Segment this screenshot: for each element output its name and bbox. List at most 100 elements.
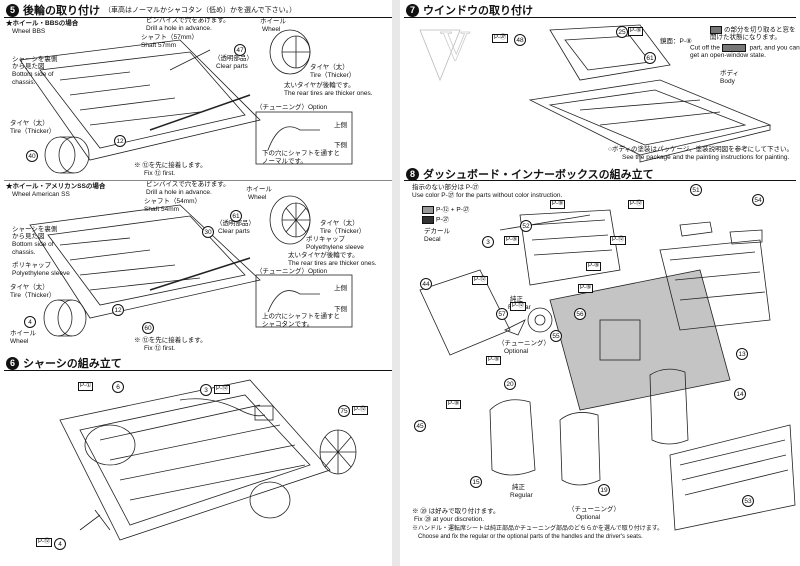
bbs-chassis-en1: Bottom side of (12, 71, 54, 78)
step8-callout-53: 53 (742, 495, 754, 507)
step8-color-jp: 指示のない部分は P-㉗ (412, 184, 479, 191)
step8-color-en: Use color P-㉗ for the parts without colo… (412, 192, 563, 199)
ss-callout-61: 61 (230, 210, 242, 222)
step8-title: ダッシュボード・インナーボックスの組み立て (423, 169, 654, 181)
bbs-lower-hole-2: ノーマルです。 (262, 158, 307, 165)
ss-wheel-en: Wheel (248, 194, 267, 201)
step8-decal-en: Decal (424, 236, 441, 243)
step8-callout-51: 51 (690, 184, 702, 196)
step8-callout-15: 15 (470, 476, 482, 488)
ss-fix-jp: ※ ⑫を先に接着します。 (134, 337, 207, 344)
step8-legend-1-text: P-⑫ + P-㉗ (436, 206, 470, 214)
bbs-rear-jp: 太いタイヤが後輪です。 (284, 82, 355, 89)
step7-paint-jp: ○ボディの塗装はパッケージ、塗装説明図を参考にして下さい。 (608, 146, 793, 153)
bbs-drill-en: Drill a hole in advance. (146, 25, 212, 32)
left-page: 5 後輪の取り付け （車高はノーマルかシャコタン（低め）かを選んで下さい。） (0, 0, 392, 566)
bbs-heading-en: Wheel BBS (12, 28, 46, 35)
step8-tag-5: P-⑫ (510, 302, 527, 311)
bbs-rear-en: The rear tires are thicker ones. (284, 90, 373, 97)
ss-wheel-left-en: Wheel (10, 338, 29, 345)
ss-tuning: （チューニング）Option (256, 268, 328, 275)
step8-callout-3: 3 (482, 236, 494, 248)
step5-number: 5 (6, 3, 19, 17)
step8-decal-jp: デカール (424, 228, 450, 235)
step7-cut-en: Cut off the part, and you can (690, 44, 800, 52)
bbs-callout-40: 40 (26, 150, 38, 162)
ss-tire-thick-en: Tire（Thicker） (320, 228, 366, 235)
bbs-chassis-en2: chassis. (12, 79, 36, 86)
step6-callout-6: 6 (112, 381, 124, 393)
step8-callout-52: 52 (520, 220, 532, 232)
ss-shaft-en: Shaft 54mm (144, 206, 180, 213)
ss-wheel-jp: ホイール (246, 186, 272, 193)
step8-callout-13: 13 (736, 348, 748, 360)
step5-header: 5 後輪の取り付け （車高はノーマルかシャコタン（低め）かを選んで下さい。） (6, 2, 296, 18)
step8-legend-2: P-㉗ (422, 216, 449, 224)
step7-body-jp: ボディ (720, 70, 740, 77)
ss-poly-jp: ポリキャップ (306, 236, 345, 243)
ss-rear-en: The rear tires are thicker ones. (288, 260, 377, 267)
step7-cut-jp1-text: の部分を切り取ると窓を (724, 26, 796, 34)
step7-tag-2: P-⑧ (628, 27, 644, 36)
step8-tuning2-en: Optional (576, 514, 601, 521)
bbs-wheel-en: Wheel (262, 26, 281, 33)
step7-number: 7 (406, 3, 419, 17)
right-line-art: V (419, 24, 796, 531)
step6-header: 6 シャーシの組み立て (6, 355, 122, 371)
ss-drill-en: Drill a hole in advance. (146, 189, 212, 196)
ss-down: 下側 (334, 306, 347, 313)
step6-rule (4, 370, 392, 371)
step6-callout-4: 4 (54, 538, 66, 550)
step8-tag-8: P-⑧ (446, 400, 462, 409)
step8-regular2-jp: 純正 (512, 484, 525, 491)
bbs-chassis-jp1: シャーシを裏側 (12, 56, 58, 63)
step8-choose-en: Choose and fix the regular or the option… (418, 534, 643, 540)
step8-callout-19: 19 (598, 484, 610, 496)
step7-cut-swatch (710, 26, 722, 34)
bbs-lower-hole-1: 下の穴にシャフトを通すと (262, 150, 340, 157)
ss-fix-en: Fix ⑫ first. (144, 345, 176, 352)
ss-up: 上側 (334, 285, 347, 292)
step8-header: 8 ダッシュボード・インナーボックスの組み立て (406, 166, 654, 182)
step8-callout-57: 57 (496, 308, 508, 320)
ss-tire-left-en: Tire（Thicker） (10, 292, 56, 299)
bbs-drill-jp: ピンバイスで穴をあけます。 (146, 17, 230, 24)
bbs-callout-47: 47 (234, 44, 246, 56)
bbs-fix-jp: ※ ⑫を先に接着します。 (134, 162, 207, 169)
bbs-callout-12: 12 (114, 135, 126, 147)
step7-body-en: Body (720, 78, 735, 85)
step8-tag-4: P-⑫ (472, 276, 489, 285)
step5-rule (4, 17, 392, 18)
step6-title: シャーシの組み立て (23, 358, 122, 370)
step5-note: （車高はノーマルかシャコタン（低め）かを選んで下さい。） (104, 7, 297, 14)
ss-callout-12: 12 (112, 304, 124, 316)
step7-title: ウインドウの取り付け (423, 5, 533, 17)
bbs-clear-jp: （透明部品） (214, 55, 253, 62)
step8-tag-3: P-⑧ (504, 236, 520, 245)
step7-cut-en1: Cut off the (690, 44, 720, 52)
step8-legend-1: P-⑫ + P-㉗ (422, 206, 469, 214)
step8-tuning2-jp: （チューニング） (568, 506, 620, 513)
step8-tag-1: P-⑧ (550, 200, 566, 209)
left-line-art (19, 29, 357, 541)
ss-callout-60: 60 (142, 322, 154, 334)
ss-heading: ★ホイール・アメリカンSSの場合 (6, 183, 106, 190)
ss-upper-hole-2: シャコタンです。 (262, 321, 314, 328)
ss-callout-4: 4 (24, 316, 36, 328)
ss-chassis-en1: Bottom side of (12, 241, 54, 248)
step8-tag-2: P-⑫ (628, 200, 645, 209)
bbs-tire-thick-en: Tire（Thicker） (310, 72, 356, 79)
bbs-fix-en: Fix ⑫ first. (144, 170, 176, 177)
ss-poly-en: Polyethylene sleeve (306, 244, 364, 251)
step8-tag-9: P-⑫ (610, 236, 627, 245)
step7-callout-48: 48 (514, 34, 526, 46)
ss-drill-jp: ピンバイスで穴をあけます。 (146, 181, 230, 188)
step8-callout-14: 14 (734, 388, 746, 400)
step8-fix-en: Fix ⑳ at your discretion. (414, 516, 485, 523)
step8-rule (404, 180, 796, 181)
step8-regular2-en: Regular (510, 492, 533, 499)
bbs-heading: ★ホイール・BBSの場合 (6, 20, 79, 27)
bbs-shaft-jp: シャフト（57mm） (141, 34, 199, 41)
step8-callout-20: 20 (504, 378, 516, 390)
step7-clear-label: 鏡面：P-⑧ (660, 38, 692, 45)
